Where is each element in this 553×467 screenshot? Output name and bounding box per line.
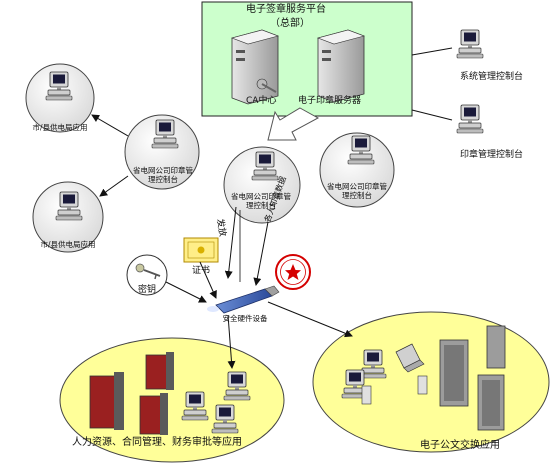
laptop-icon	[395, 343, 425, 373]
device-label: 安全硬件设备	[222, 314, 268, 323]
hr-pc-c-icon	[211, 404, 239, 434]
certificate-to-device-arrow	[199, 261, 217, 299]
certificate-label: 证书	[192, 266, 211, 276]
province-to-city-b-arrow	[99, 175, 129, 197]
seal-mgmt-pc-icon	[456, 104, 484, 134]
province-console-a-pc-icon	[151, 119, 179, 149]
province-to-city-a-arrow	[91, 114, 129, 137]
doc-servers-icon	[439, 325, 506, 431]
hr-pc-a-icon	[223, 371, 251, 401]
province-console-c-pc-icon	[347, 135, 375, 165]
key-icon	[135, 263, 161, 280]
province-console-b-label: 省电网公司印章管理控制台	[231, 192, 291, 210]
city-bureau-a-label: 市/县供电局应用	[32, 123, 88, 132]
hr-pc-b-icon	[181, 391, 209, 421]
device-to-doc-arrow	[267, 301, 353, 338]
seal-mgmt-label: 印章管理控制台	[460, 150, 524, 160]
usb-security-device-icon	[207, 285, 280, 314]
issue-arrow	[224, 206, 237, 279]
system-mgmt-pc-icon	[456, 29, 484, 59]
system-mgmt-label: 系统管理控制台	[460, 72, 524, 82]
city-bureau-a-pc-icon	[45, 71, 73, 101]
doc-exchange-label: 电子公文交换应用	[420, 440, 500, 451]
hq-to-province-arrow	[267, 107, 320, 141]
red-seal-stamp-icon	[275, 254, 311, 290]
city-bureau-b-label: 市/县供电局应用	[40, 240, 96, 249]
province-console-a-circle	[124, 114, 200, 190]
province-console-c-label: 省电网公司印章管理控制台	[327, 182, 387, 200]
city-bureau-b-pc-icon	[55, 191, 83, 221]
seal-console-link	[411, 109, 453, 121]
certificate-icon	[183, 237, 219, 263]
province-console-a-label: 省电网公司印章管理控制台	[133, 166, 193, 184]
province-console-b-circle	[223, 146, 301, 224]
device-to-hr-arrow	[227, 314, 236, 369]
ca-server-icon	[231, 29, 279, 105]
province-console-c-circle	[319, 132, 395, 208]
small-towers-icon	[361, 375, 428, 405]
system-console-link	[411, 47, 453, 56]
key-label: 密钥	[138, 285, 157, 295]
hr-apps-label: 人力资源、合同管理、财务审批等应用	[72, 437, 242, 448]
province-console-b-pc-icon	[251, 151, 279, 181]
seal-data-arrow	[253, 221, 269, 286]
hq-subtitle: （总部）	[270, 18, 310, 29]
seal-server-label: 电子印章服务器	[298, 96, 362, 106]
key-to-device-arrow	[165, 281, 207, 303]
hr-servers-icon	[89, 352, 174, 435]
hq-title: 电子签章服务平台	[246, 4, 326, 15]
ca-label: CA中心	[246, 96, 277, 106]
seal-server-icon	[317, 29, 365, 103]
